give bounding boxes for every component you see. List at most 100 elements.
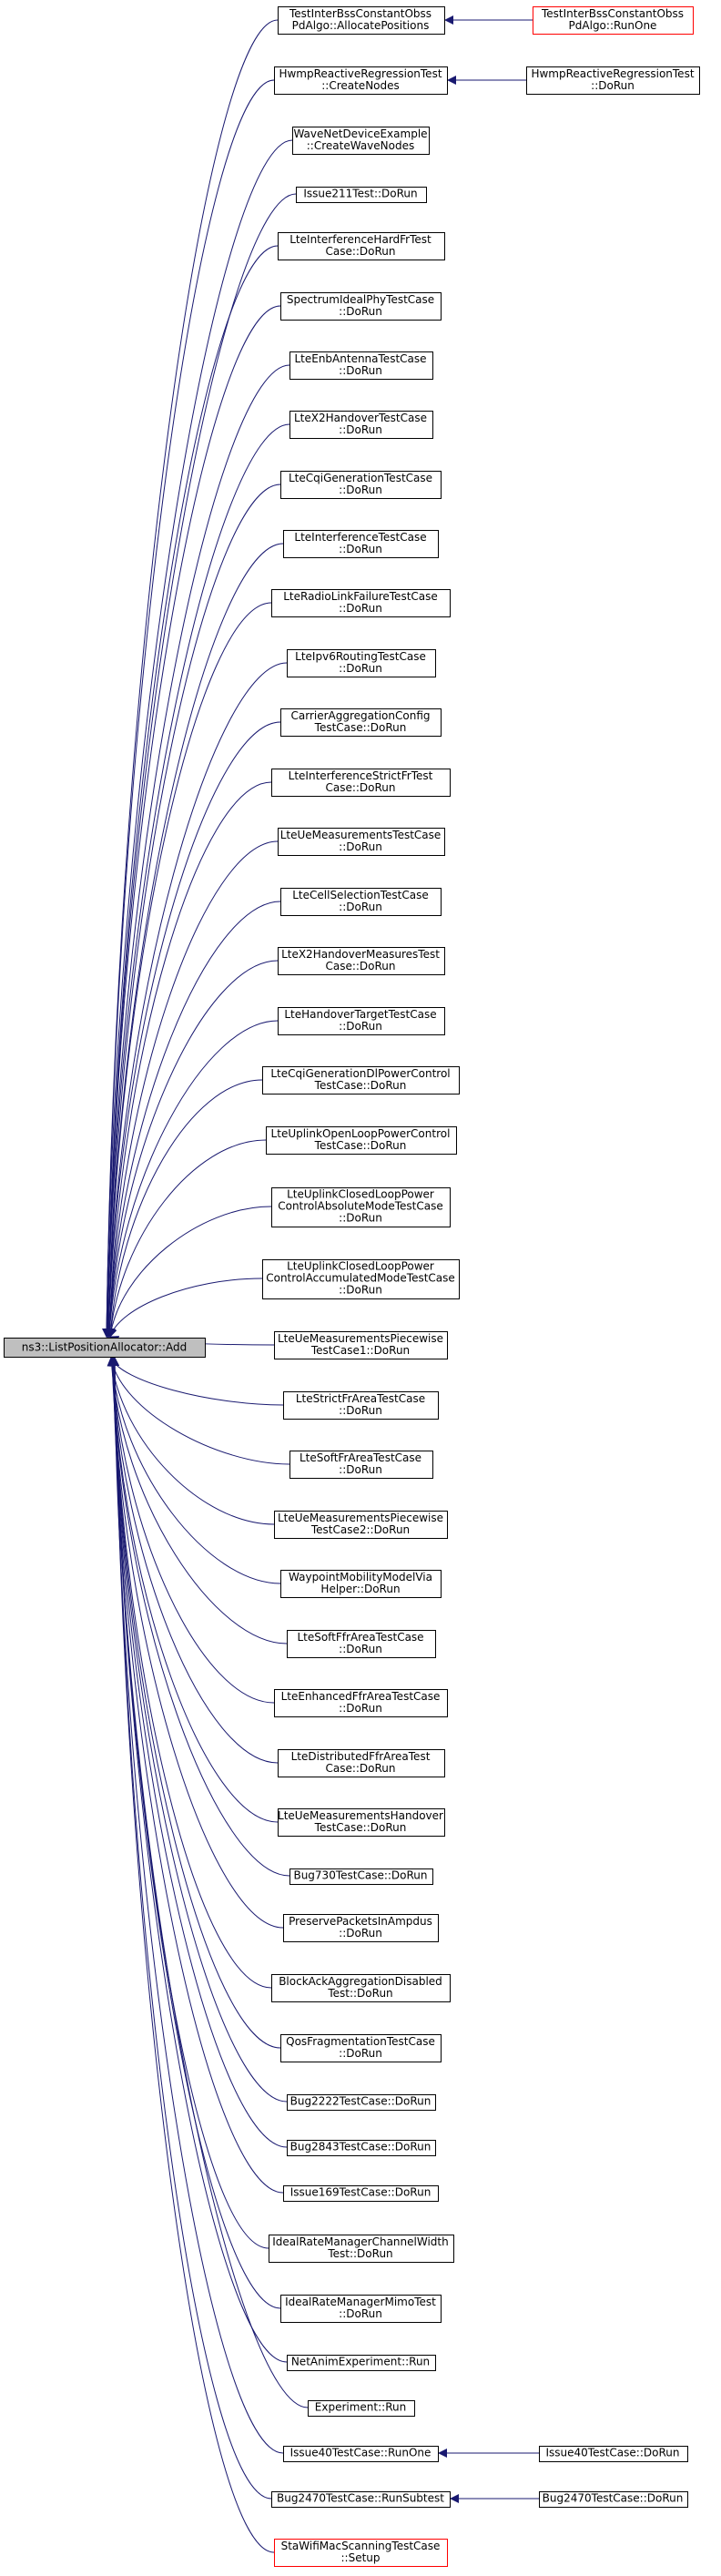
- node-box: [539, 2491, 688, 2508]
- node-box: [280, 2295, 442, 2323]
- call-edge: [108, 1357, 272, 1989]
- node-box: [271, 1974, 451, 2002]
- graph-node-n9[interactable]: LteInterferenceTestCase::DoRun: [283, 530, 439, 558]
- node-label-line: SpectrumIdealPhyTestCase: [287, 293, 434, 306]
- node-box: [283, 530, 439, 558]
- node-label-line: CarrierAggregationConfig: [291, 709, 431, 722]
- call-edge: [102, 79, 275, 1338]
- graph-node-n1[interactable]: HwmpReactiveRegressionTest::CreateNodes: [274, 66, 448, 95]
- call-edge: [110, 1357, 272, 2500]
- node-box: [287, 1630, 436, 1658]
- graph-node-n15[interactable]: LteCellSelectionTestCase::DoRun: [280, 888, 442, 916]
- node-label-line: TestCase::DoRun: [314, 1079, 407, 1092]
- graph-node-n41[interactable]: Experiment::Run: [308, 2400, 415, 2417]
- graph-node-root[interactable]: ns3::ListPositionAllocator::Add: [4, 1338, 206, 1358]
- node-box: [274, 66, 448, 95]
- graph-node-n8[interactable]: LteCqiGenerationTestCase::DoRun: [280, 471, 442, 499]
- graph-node-n11[interactable]: LteIpv6RoutingTestCase::DoRun: [287, 649, 436, 677]
- node-box: [283, 2185, 439, 2202]
- node-label-line: ::DoRun: [339, 543, 382, 555]
- graph-node-n28[interactable]: LteEnhancedFfrAreaTestCase::DoRun: [274, 1689, 448, 1717]
- call-edge: [103, 423, 290, 1338]
- graph-node-n31[interactable]: Bug730TestCase::DoRun: [289, 1868, 433, 1885]
- graph-node-n23[interactable]: LteStrictFrAreaTestCase::DoRun: [283, 1391, 439, 1420]
- node-label-line: NetAnimExperiment::Run: [291, 2356, 430, 2368]
- call-edge: [109, 1357, 284, 1406]
- graph-node-n25[interactable]: LteUeMeasurementsPiecewiseTestCase2::DoR…: [274, 1511, 448, 1539]
- graph-node-n5[interactable]: SpectrumIdealPhyTestCase::DoRun: [280, 292, 442, 321]
- graph-node-n18[interactable]: LteCqiGenerationDlPowerControlTestCase::…: [262, 1066, 460, 1095]
- graph-node-n44[interactable]: StaWifiMacScanningTestCase::Setup: [274, 2539, 448, 2567]
- node-label-line: TestInterBssConstantObss: [289, 7, 432, 20]
- graph-node-n43[interactable]: Bug2470TestCase::RunSubtest: [271, 2491, 451, 2508]
- node-box: [289, 351, 433, 380]
- node-box: [280, 471, 442, 499]
- call-edge: [105, 960, 279, 1338]
- graph-node-n0[interactable]: TestInterBssConstantObssPdAlgo::Allocate…: [278, 6, 445, 35]
- node-label-line: LteIpv6RoutingTestCase: [295, 650, 426, 663]
- node-box: [274, 1511, 448, 1539]
- graph-node-n19[interactable]: LteUplinkOpenLoopPowerControlTestCase::D…: [266, 1126, 457, 1155]
- node-box: [278, 6, 445, 35]
- call-edge: [103, 364, 290, 1338]
- graph-node-n6[interactable]: LteEnbAntennaTestCase::DoRun: [289, 351, 433, 380]
- node-box: [271, 769, 451, 797]
- graph-node-n40[interactable]: NetAnimExperiment::Run: [287, 2355, 436, 2371]
- node-box: [289, 411, 433, 439]
- graph-node-n32[interactable]: PreservePacketsInAmpdus::DoRun: [283, 1914, 439, 1942]
- graph-node-n14[interactable]: LteUeMeasurementsTestCase::DoRun: [278, 828, 445, 856]
- graph-node-n34[interactable]: QosFragmentationTestCase::DoRun: [280, 2034, 442, 2062]
- node-label-line: TestCase::DoRun: [314, 1821, 407, 1834]
- node-label-line: Case::DoRun: [325, 1762, 395, 1775]
- node-label-line: ::DoRun: [339, 423, 382, 436]
- graph-node-n3[interactable]: Issue211Test::DoRun: [296, 187, 427, 203]
- graph-node-n10[interactable]: LteRadioLinkFailureTestCase::DoRun: [271, 589, 451, 617]
- graph-node-n42[interactable]: Issue40TestCase::RunOne: [283, 2446, 439, 2462]
- call-edge: [105, 901, 281, 1338]
- node-label-line: ::DoRun: [339, 1404, 382, 1417]
- node-box: [278, 947, 445, 975]
- graph-node-o2[interactable]: Issue40TestCase::DoRun: [539, 2446, 688, 2462]
- node-box: [271, 589, 451, 617]
- graph-node-n24[interactable]: LteSoftFrAreaTestCase::DoRun: [289, 1451, 433, 1479]
- node-box: [287, 2140, 436, 2156]
- graph-node-n2[interactable]: WaveNetDeviceExample::CreateWaveNodes: [292, 127, 430, 155]
- graph-node-n36[interactable]: Bug2843TestCase::DoRun: [287, 2140, 436, 2156]
- node-label-line: ::DoRun: [339, 1463, 382, 1476]
- call-edge: [104, 721, 281, 1338]
- graph-node-o3[interactable]: Bug2470TestCase::DoRun: [539, 2491, 688, 2508]
- graph-node-n22[interactable]: LteUeMeasurementsPiecewiseTestCase1::DoR…: [274, 1331, 448, 1359]
- node-box: [539, 2446, 688, 2462]
- call-edge: [109, 1357, 309, 2408]
- graph-node-n27[interactable]: LteSoftFfrAreaTestCase::DoRun: [287, 1630, 436, 1658]
- node-label-line: QosFragmentationTestCase: [286, 2035, 435, 2048]
- graph-node-n20[interactable]: LteUplinkClosedLoopPowerControlAbsoluteM…: [271, 1187, 451, 1227]
- graph-node-n37[interactable]: Issue169TestCase::DoRun: [283, 2185, 439, 2202]
- node-label-line: Bug730TestCase::DoRun: [293, 1869, 427, 1882]
- call-edge: [107, 1357, 290, 1465]
- graph-node-o1[interactable]: HwmpReactiveRegressionTest::DoRun: [526, 66, 700, 95]
- graph-node-n35[interactable]: Bug2222TestCase::DoRun: [287, 2094, 436, 2111]
- call-edge: [104, 602, 272, 1338]
- call-edge: [109, 1357, 288, 2363]
- node-box: [533, 6, 694, 35]
- node-box: [280, 888, 442, 916]
- graph-node-n39[interactable]: IdealRateManagerMimoTest::DoRun: [280, 2295, 442, 2323]
- call-edge: [107, 1357, 279, 1823]
- graph-node-n7[interactable]: LteX2HandoverTestCase::DoRun: [289, 411, 433, 439]
- node-box: [287, 2355, 436, 2371]
- graph-node-n17[interactable]: LteHandoverTargetTestCase::DoRun: [278, 1007, 445, 1035]
- node-label-line: ::DoRun: [339, 1284, 382, 1297]
- graph-node-n21[interactable]: LteUplinkClosedLoopPowerControlAccumulat…: [262, 1259, 460, 1299]
